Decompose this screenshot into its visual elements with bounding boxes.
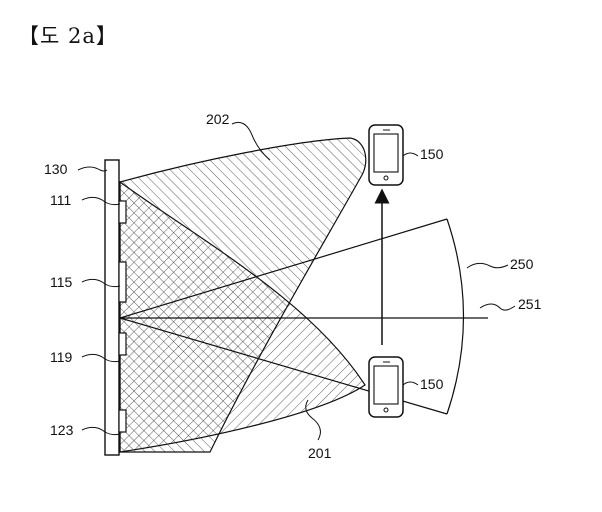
leader-250 bbox=[467, 263, 508, 268]
label-250: 250 bbox=[510, 256, 534, 272]
led-123 bbox=[119, 410, 126, 432]
leader-150-bottom bbox=[403, 382, 418, 385]
label-115: 115 bbox=[50, 274, 73, 290]
phone-top bbox=[369, 125, 403, 185]
phone-bottom bbox=[369, 357, 403, 417]
label-202: 202 bbox=[206, 111, 230, 127]
leader-150-top bbox=[403, 153, 418, 156]
led-119 bbox=[119, 333, 126, 355]
label-201: 201 bbox=[308, 445, 332, 461]
leader-130 bbox=[78, 167, 107, 171]
label-251: 251 bbox=[518, 296, 542, 312]
leader-251 bbox=[480, 304, 515, 310]
label-130: 130 bbox=[44, 161, 68, 177]
label-150-top: 150 bbox=[420, 146, 444, 162]
label-111: 111 bbox=[50, 192, 71, 208]
label-123: 123 bbox=[50, 422, 74, 438]
label-119: 119 bbox=[50, 349, 73, 365]
led-115 bbox=[119, 262, 126, 302]
label-150-bottom: 150 bbox=[420, 376, 444, 392]
